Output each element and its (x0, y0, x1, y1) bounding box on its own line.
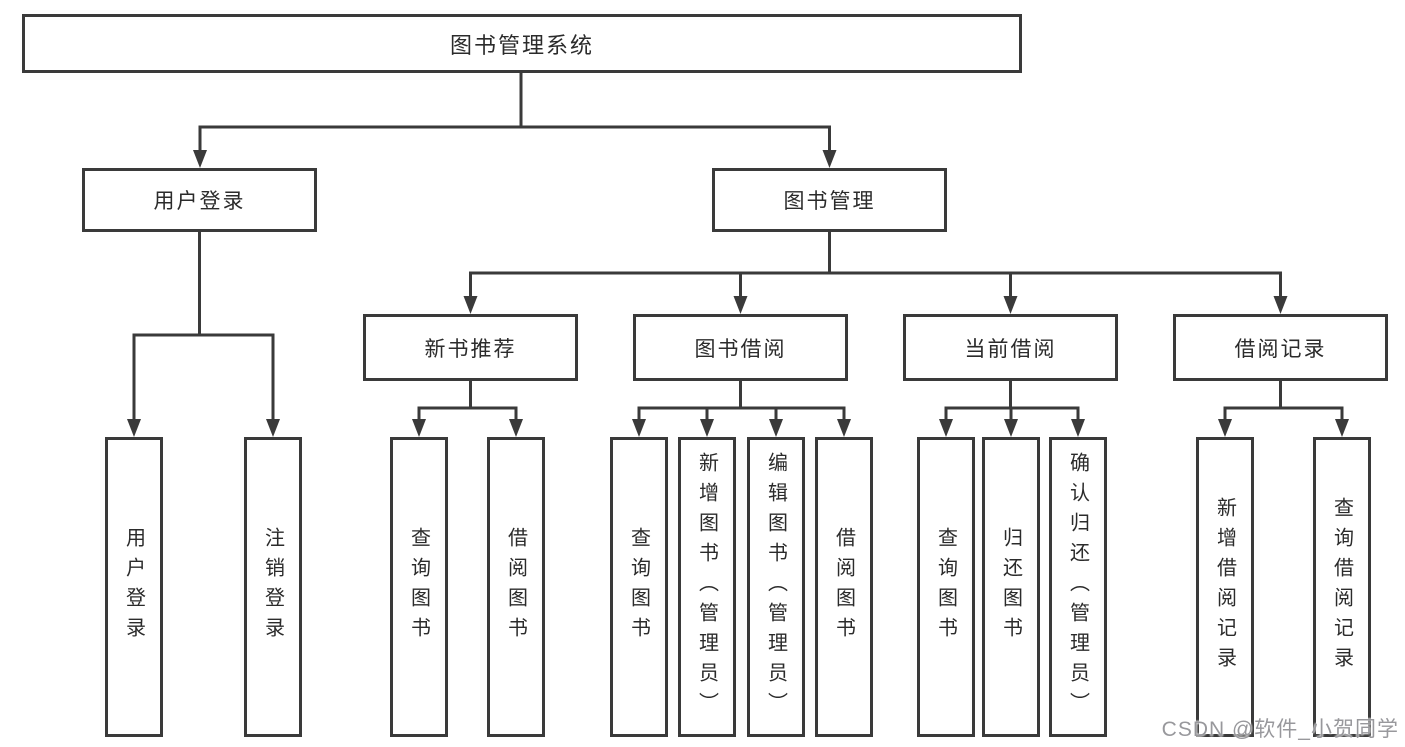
leaf-query-books-recommend-label: 查询图书 (407, 527, 430, 647)
leaf-query-books-current-label: 查询图书 (934, 527, 957, 647)
leaf-query-borrow-record-label: 查询借阅记录 (1330, 497, 1353, 677)
leaf-borrow-books-recommend-label: 借阅图书 (504, 527, 527, 647)
leaf-query-books-borrow-label: 查询图书 (627, 527, 650, 647)
leaf-query-books-current: 查询图书 (917, 437, 975, 737)
leaf-borrow-books: 借阅图书 (815, 437, 873, 737)
leaf-query-borrow-record: 查询借阅记录 (1313, 437, 1371, 737)
leaf-add-book-admin: 新增图书（管理员） (678, 437, 736, 737)
leaf-query-books-recommend: 查询图书 (390, 437, 448, 737)
node-library-system: 图书管理系统 (22, 14, 1022, 73)
leaf-edit-book-admin-label: 编辑图书（管理员） (764, 452, 787, 722)
leaf-return-books: 归还图书 (982, 437, 1040, 737)
leaf-return-books-label: 归还图书 (999, 527, 1022, 647)
leaf-query-books-borrow: 查询图书 (610, 437, 668, 737)
node-borrow-records: 借阅记录 (1173, 314, 1388, 381)
node-book-management: 图书管理 (712, 168, 947, 232)
leaf-edit-book-admin: 编辑图书（管理员） (747, 437, 805, 737)
leaf-confirm-return-admin-label: 确认归还（管理员） (1066, 452, 1089, 722)
leaf-borrow-books-label: 借阅图书 (832, 527, 855, 647)
leaf-logout: 注销登录 (244, 437, 302, 737)
node-book-borrow: 图书借阅 (633, 314, 848, 381)
leaf-logout-label: 注销登录 (261, 527, 284, 647)
leaf-user-login: 用户登录 (105, 437, 163, 737)
leaf-add-book-admin-label: 新增图书（管理员） (695, 452, 718, 722)
node-user-login: 用户登录 (82, 168, 317, 232)
node-current-borrow: 当前借阅 (903, 314, 1118, 381)
csdn-watermark: CSDN @软件_小贺同学 (1161, 718, 1399, 741)
leaf-user-login-label: 用户登录 (122, 527, 145, 647)
leaf-add-borrow-record: 新增借阅记录 (1196, 437, 1254, 737)
node-new-book-recommend: 新书推荐 (363, 314, 578, 381)
leaf-add-borrow-record-label: 新增借阅记录 (1213, 497, 1236, 677)
leaf-borrow-books-recommend: 借阅图书 (487, 437, 545, 737)
leaf-confirm-return-admin: 确认归还（管理员） (1049, 437, 1107, 737)
